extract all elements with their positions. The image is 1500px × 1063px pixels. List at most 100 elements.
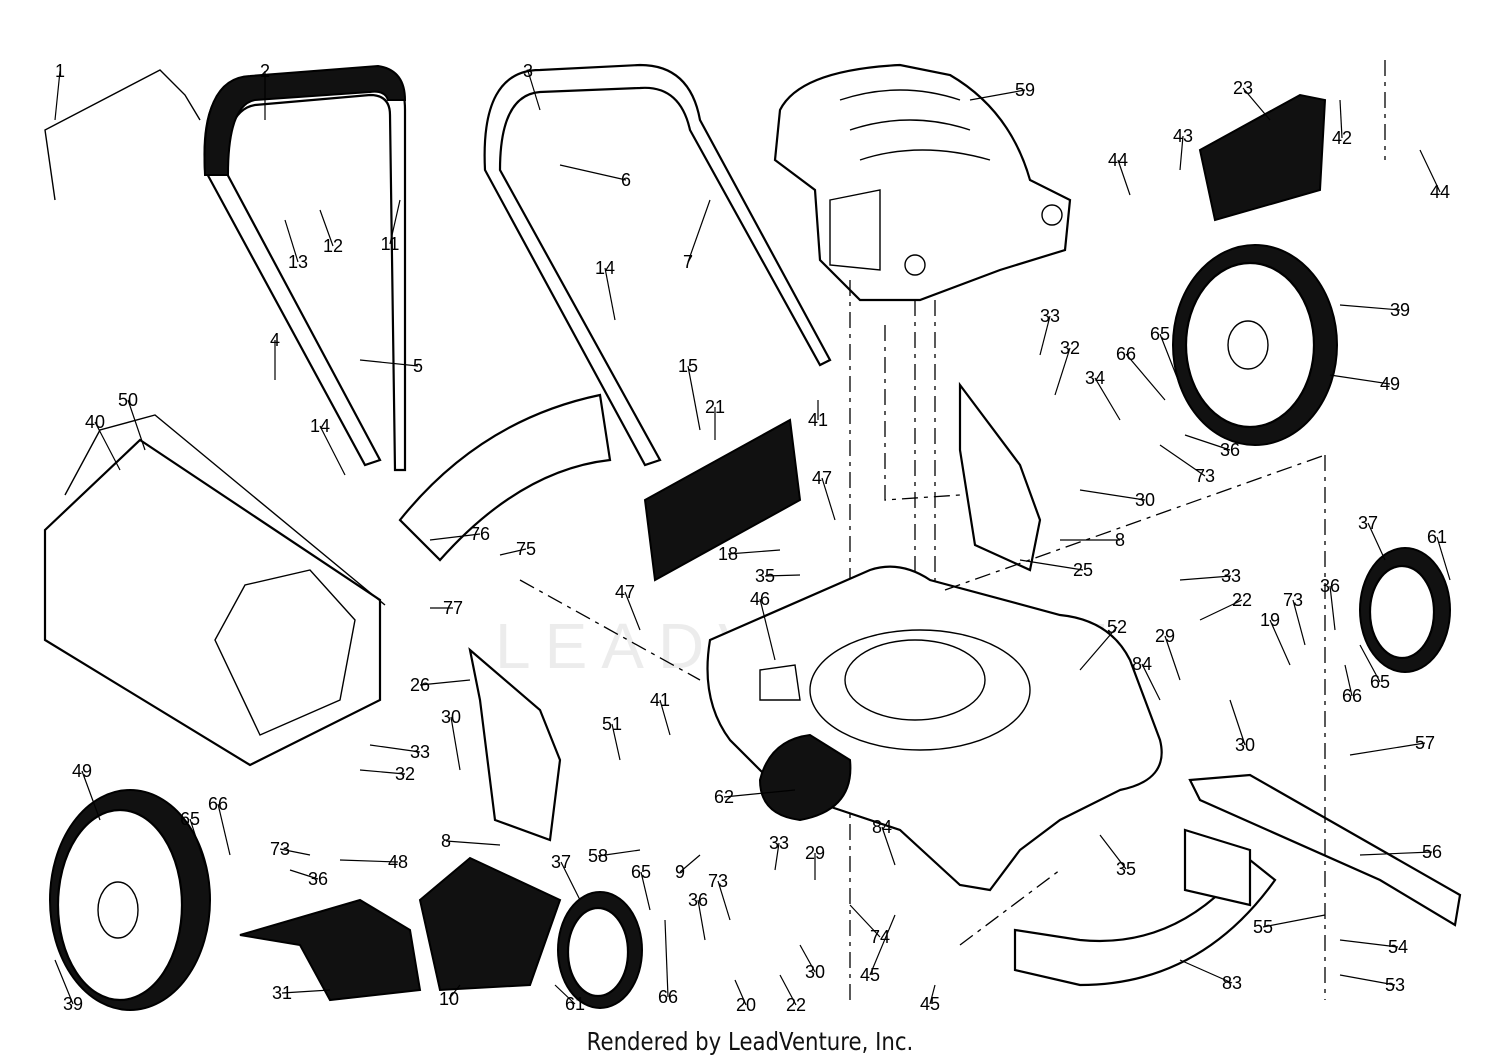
leader-line-10 bbox=[448, 984, 461, 1000]
leader-line-39 bbox=[54, 959, 74, 1005]
callout-30: 30 bbox=[1235, 735, 1255, 755]
leader-line-49 bbox=[81, 770, 101, 821]
callout-47: 47 bbox=[812, 468, 832, 488]
callout-33: 33 bbox=[410, 742, 430, 762]
callout-52: 52 bbox=[1107, 617, 1127, 637]
leader-line-48 bbox=[339, 859, 399, 863]
leader-line-33 bbox=[369, 744, 421, 753]
callout-26: 26 bbox=[410, 675, 430, 695]
leader-line-34 bbox=[1094, 377, 1121, 421]
leader-line-84 bbox=[881, 826, 896, 866]
leader-line-35 bbox=[1099, 834, 1127, 870]
callout-66: 66 bbox=[208, 794, 228, 814]
callout-33: 33 bbox=[769, 833, 789, 853]
leader-line-9 bbox=[679, 854, 701, 873]
callout-31: 31 bbox=[272, 983, 292, 1003]
leader-line-84 bbox=[1141, 663, 1161, 701]
engine bbox=[773, 63, 1072, 1000]
callout-22: 22 bbox=[786, 995, 806, 1015]
callout-62: 62 bbox=[714, 787, 734, 807]
callout-14: 14 bbox=[310, 416, 330, 436]
callout-45: 45 bbox=[860, 965, 880, 985]
leader-line-8 bbox=[445, 840, 501, 846]
callout-41: 41 bbox=[808, 410, 828, 430]
callout-73: 73 bbox=[1195, 466, 1215, 486]
leader-line-31 bbox=[281, 989, 331, 994]
mulch-plug-and-side-door bbox=[239, 856, 562, 1002]
leader-line-6 bbox=[559, 164, 627, 181]
leader-line-36 bbox=[1184, 434, 1231, 451]
leader-line-50 bbox=[127, 399, 146, 451]
callout-3: 3 bbox=[523, 61, 533, 81]
callout-43: 43 bbox=[1173, 126, 1193, 146]
leader-line-83 bbox=[1179, 959, 1233, 984]
leader-line-51 bbox=[611, 723, 621, 761]
callout-36: 36 bbox=[1320, 576, 1340, 596]
callout-14: 14 bbox=[595, 258, 615, 278]
callout-65: 65 bbox=[1150, 324, 1170, 344]
callout-73: 73 bbox=[270, 839, 290, 859]
leader-line-56 bbox=[1359, 851, 1433, 856]
lower-handle-assembly bbox=[483, 63, 832, 467]
callout-61: 61 bbox=[1427, 527, 1447, 547]
leader-line-33 bbox=[1179, 575, 1232, 581]
leader-line-7 bbox=[687, 199, 711, 263]
callout-21: 21 bbox=[705, 397, 725, 417]
callout-36: 36 bbox=[688, 890, 708, 910]
callout-66: 66 bbox=[1116, 344, 1136, 364]
callout-8: 8 bbox=[441, 831, 451, 851]
leader-line-66 bbox=[1125, 353, 1166, 401]
callout-84: 84 bbox=[872, 817, 892, 837]
callout-32: 32 bbox=[395, 764, 415, 784]
leader-line-76 bbox=[429, 533, 481, 541]
callout-39: 39 bbox=[1390, 300, 1410, 320]
callout-58: 58 bbox=[588, 846, 608, 866]
leader-line-52 bbox=[1079, 626, 1118, 671]
callout-66: 66 bbox=[658, 987, 678, 1007]
callout-12: 12 bbox=[323, 236, 343, 256]
leader-line-39 bbox=[1339, 304, 1401, 311]
leader-line-36 bbox=[697, 899, 706, 941]
callout-59: 59 bbox=[1015, 80, 1035, 100]
callout-25: 25 bbox=[1073, 560, 1093, 580]
callout-39: 39 bbox=[63, 994, 83, 1014]
callout-61: 61 bbox=[565, 994, 585, 1014]
leader-line-19 bbox=[1269, 619, 1291, 666]
callout-73: 73 bbox=[1283, 590, 1303, 610]
leader-line-37 bbox=[1367, 522, 1386, 561]
leader-line-66 bbox=[217, 803, 231, 856]
leader-line-35 bbox=[764, 574, 801, 577]
callout-49: 49 bbox=[1380, 374, 1400, 394]
mower-deck bbox=[706, 565, 1163, 892]
leader-line-66 bbox=[664, 919, 669, 998]
leader-line-74 bbox=[849, 904, 881, 938]
leader-line-45 bbox=[929, 984, 936, 1005]
leader-line-61 bbox=[1436, 536, 1451, 581]
leader-line-30 bbox=[1079, 489, 1146, 501]
leader-line-23 bbox=[1242, 87, 1271, 121]
callout-41: 41 bbox=[650, 690, 670, 710]
leader-line-43 bbox=[1179, 135, 1184, 171]
callout-19: 19 bbox=[1260, 610, 1280, 630]
leader-line-42 bbox=[1339, 99, 1343, 139]
callout-65: 65 bbox=[180, 809, 200, 829]
callout-34: 34 bbox=[1085, 368, 1105, 388]
callout-23: 23 bbox=[1233, 78, 1253, 98]
leader-line-59 bbox=[969, 89, 1026, 101]
leader-line-61 bbox=[554, 984, 576, 1005]
leader-line-36 bbox=[289, 869, 319, 880]
leader-line-75 bbox=[499, 548, 527, 556]
leader-line-11 bbox=[389, 199, 401, 245]
callout-40: 40 bbox=[85, 412, 105, 432]
rear-flap bbox=[1198, 93, 1327, 222]
callout-20: 20 bbox=[736, 995, 756, 1015]
callout-66: 66 bbox=[1342, 686, 1362, 706]
leader-line-25 bbox=[1019, 559, 1084, 571]
callout-10: 10 bbox=[439, 989, 459, 1009]
leader-line-65 bbox=[1159, 333, 1181, 386]
leader-line-65 bbox=[640, 871, 651, 911]
callout-54: 54 bbox=[1388, 937, 1408, 957]
callout-1: 1 bbox=[55, 61, 65, 81]
callout-48: 48 bbox=[388, 852, 408, 872]
leader-line-49 bbox=[1329, 374, 1391, 385]
